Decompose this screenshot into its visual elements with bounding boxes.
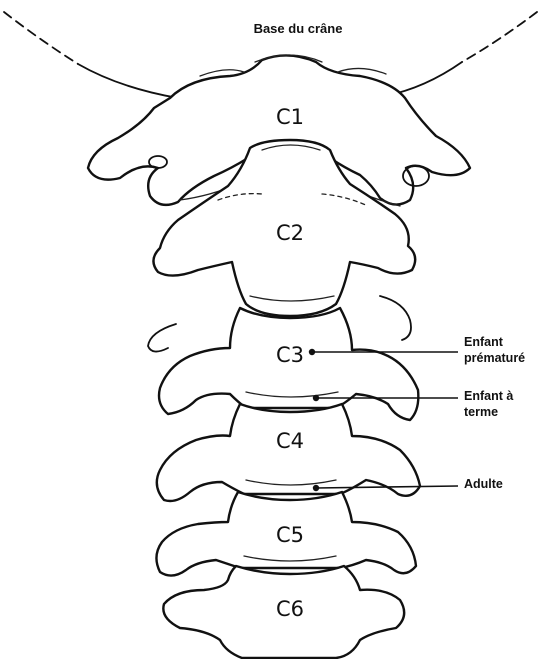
- callout-term-line1: Enfant à: [464, 389, 513, 403]
- skull-base-label: Base du crâne: [254, 21, 343, 36]
- vertebra-label-c1: C1: [276, 105, 304, 129]
- callout-adult-line1: Adulte: [464, 477, 503, 491]
- vertebra-label-c5: C5: [276, 523, 304, 547]
- callout-premature-line2: prématuré: [464, 351, 525, 365]
- vertebra-label-c4: C4: [276, 429, 304, 453]
- callout-premature-line1: Enfant: [464, 335, 504, 349]
- callout-term-line2: terme: [464, 405, 498, 419]
- vertebra-label-c3: C3: [276, 343, 304, 367]
- vertebra-label-c2: C2: [276, 221, 304, 245]
- vertebra-label-c6: C6: [276, 597, 304, 621]
